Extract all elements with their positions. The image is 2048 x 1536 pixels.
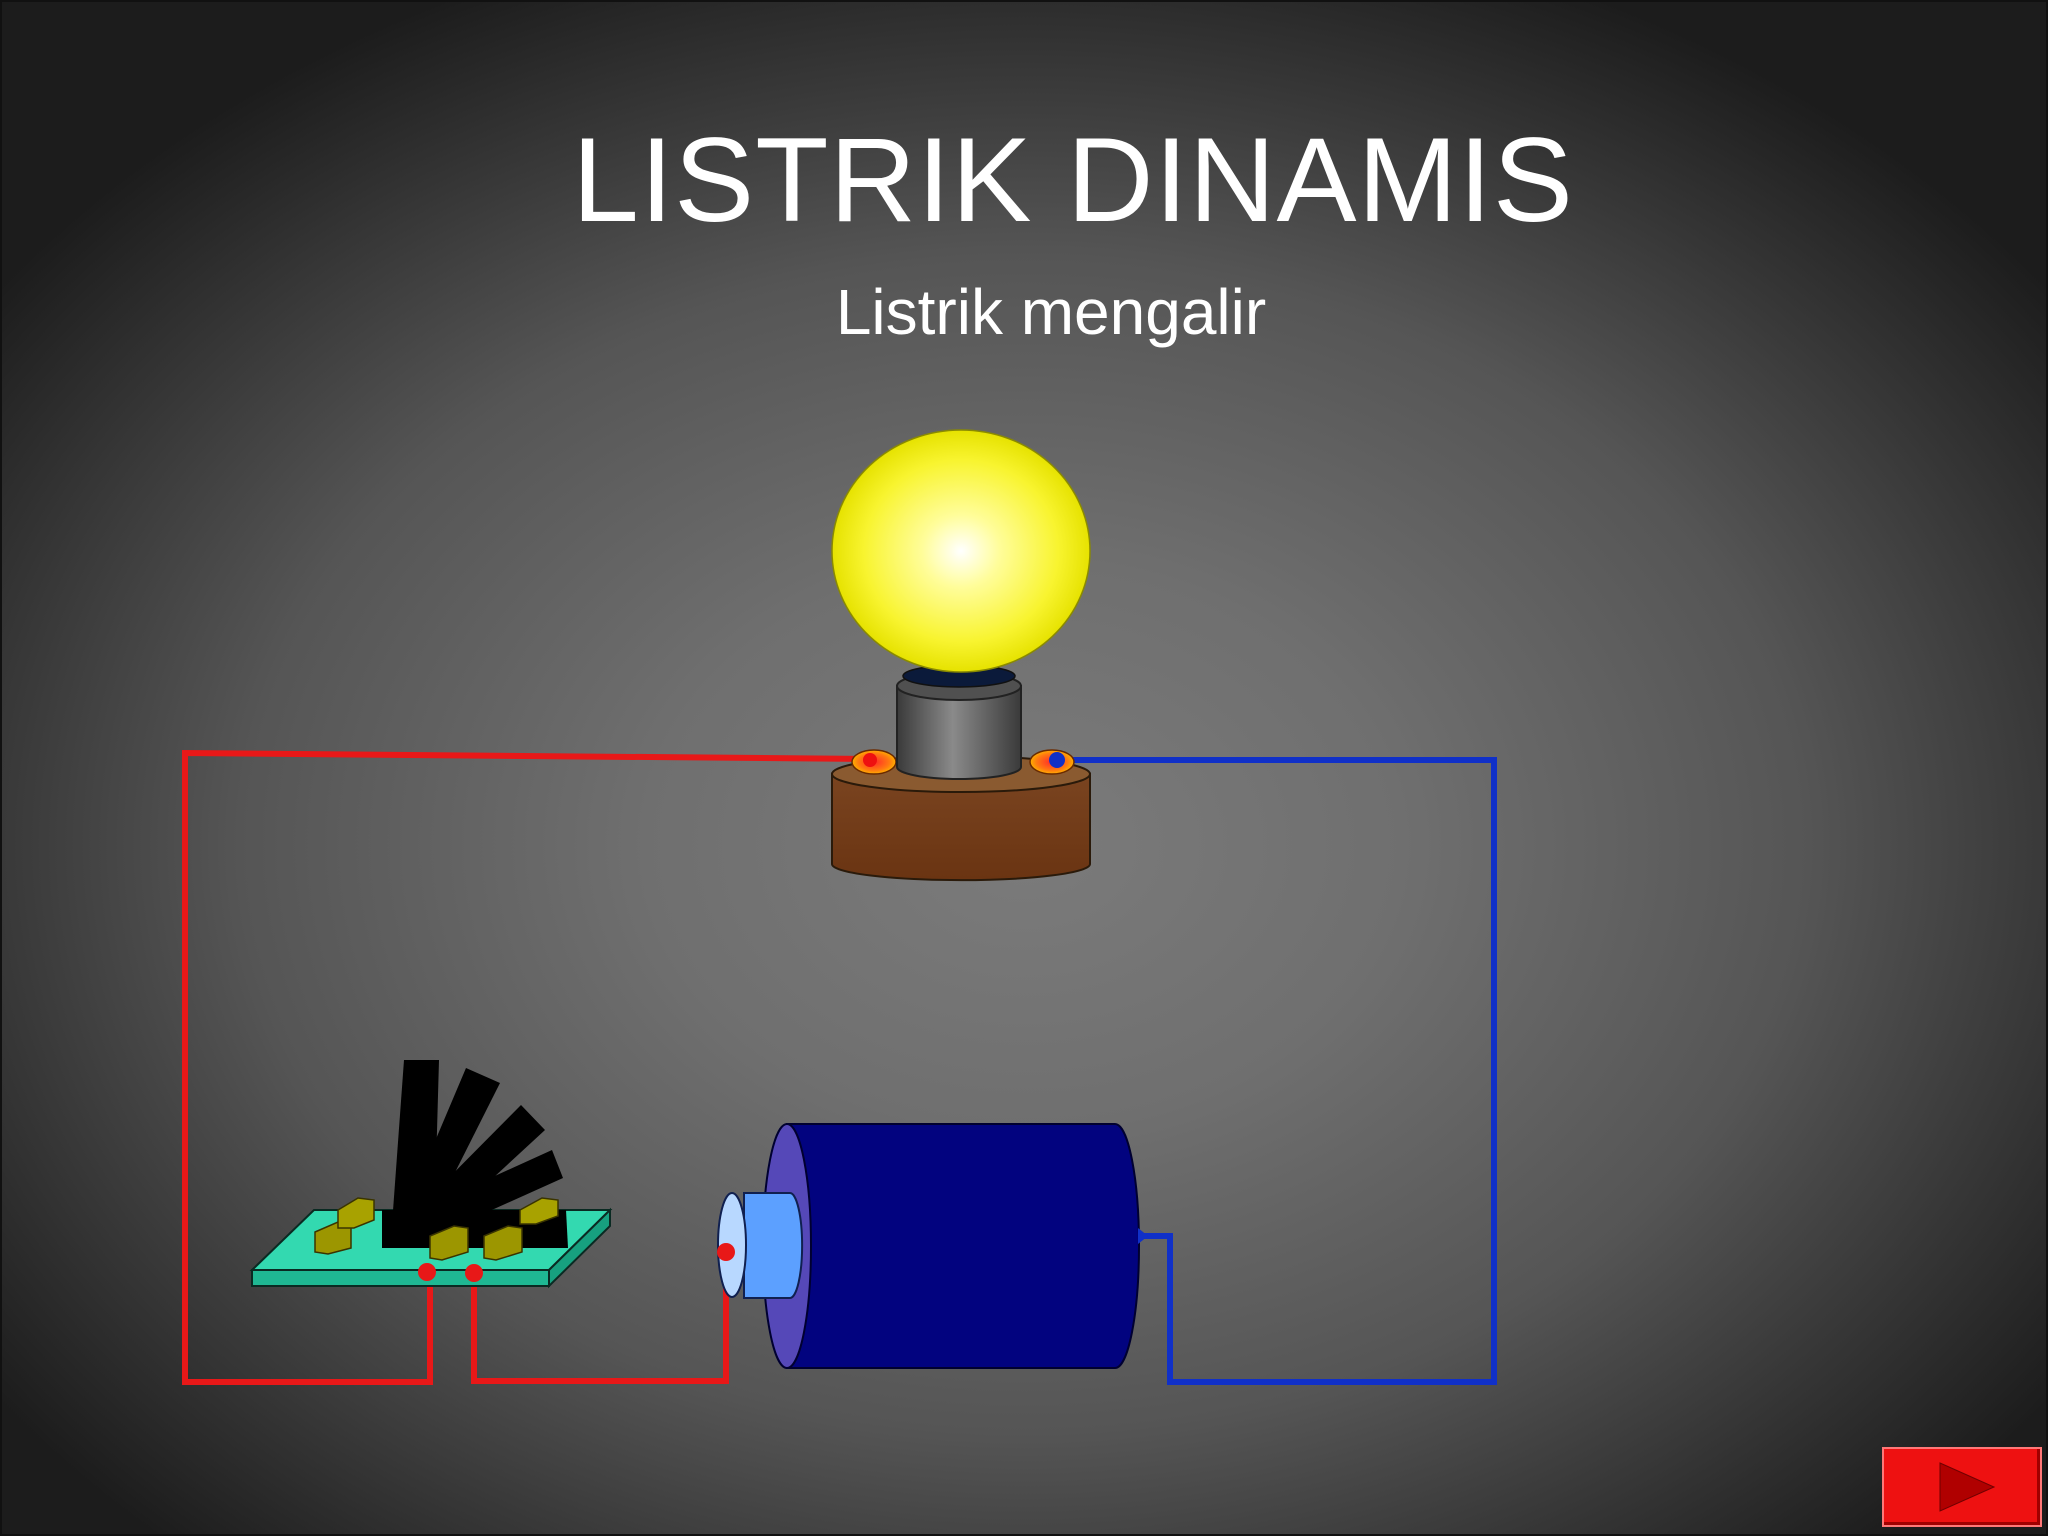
- switch: [249, 1060, 613, 1289]
- switch-terminals: [314, 1197, 559, 1261]
- bulb-terminal-right: [1029, 749, 1075, 775]
- slide-title: LISTRIK DINAMIS: [572, 113, 1574, 247]
- red-wire: [182, 749, 873, 1385]
- bulb-socket: [896, 664, 1022, 780]
- bulb-terminal-left: [851, 749, 897, 775]
- light-bulb: [831, 429, 1091, 882]
- blue-wire: [1057, 757, 1497, 1385]
- play-triangle-icon: [1939, 1462, 1996, 1512]
- bulb-base: [831, 755, 1091, 882]
- battery: [717, 1123, 1148, 1369]
- next-slide-button[interactable]: [1882, 1447, 2042, 1527]
- switch-blades: [382, 1060, 568, 1248]
- slide-subtitle: Listrik mengalir: [835, 276, 1267, 348]
- bulb-glass: [831, 429, 1091, 673]
